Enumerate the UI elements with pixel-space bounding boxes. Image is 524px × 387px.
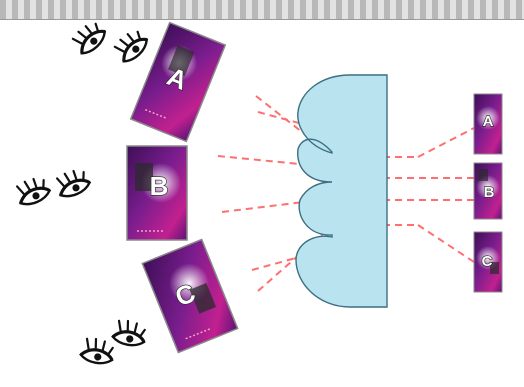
lenticular-lens <box>295 74 388 308</box>
output-card-c: C <box>473 231 503 293</box>
output-card-a-letter: A <box>483 113 494 130</box>
output-card-b: B <box>473 162 503 220</box>
output-card-c-letter: C <box>482 253 493 270</box>
eye-icon <box>68 18 112 58</box>
eye-icon <box>14 176 53 207</box>
eye-icon <box>108 313 152 354</box>
eye-icon <box>110 26 154 66</box>
eye-icon <box>76 331 120 372</box>
eye-icon <box>54 168 93 199</box>
ray-c-out-2 <box>417 224 475 263</box>
output-card-a: A <box>473 93 503 155</box>
card-c: C <box>141 238 239 354</box>
card-a: A <box>129 21 227 143</box>
top-border-line <box>0 19 524 20</box>
card-b: B <box>126 145 188 241</box>
top-border <box>0 0 524 20</box>
ray-a-out-2 <box>417 127 475 158</box>
card-b-letter: B <box>150 171 169 201</box>
ray-b-in-2 <box>221 199 321 213</box>
output-card-b-letter: B <box>484 184 495 201</box>
